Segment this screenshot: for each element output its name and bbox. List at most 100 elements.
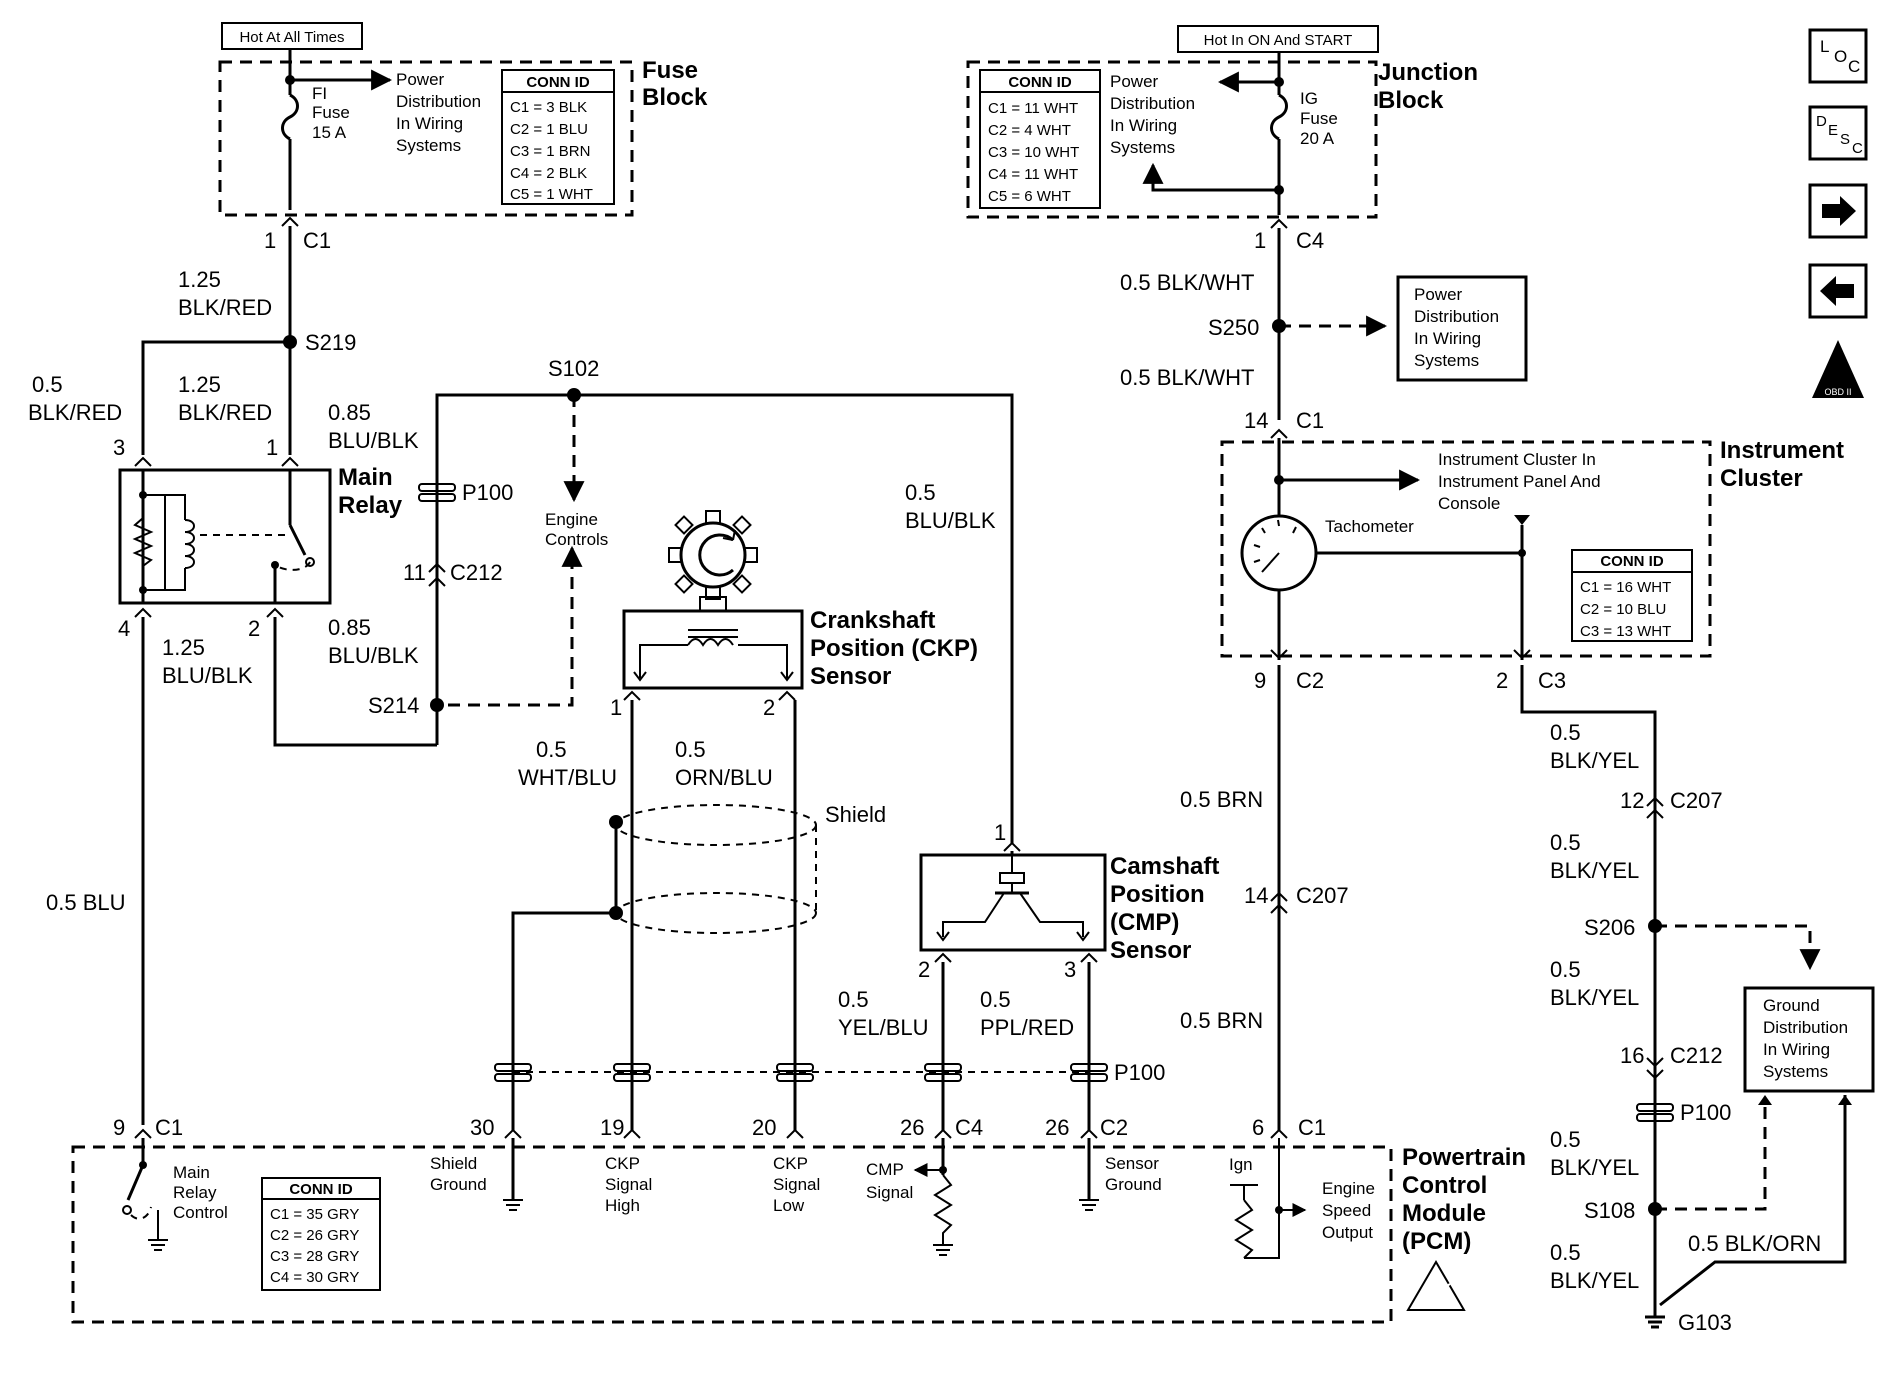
- p100-label: P100: [1680, 1100, 1731, 1125]
- tachometer-gauge-icon: [1240, 514, 1318, 592]
- instrument-cluster-outline: [1220, 440, 1712, 658]
- ground-dist-4: Systems: [1763, 1062, 1828, 1081]
- fuse-power-dist-2: Distribution: [396, 92, 481, 111]
- wire-label: 0.5: [1550, 1240, 1581, 1265]
- wire-label: 0.5: [675, 737, 706, 762]
- relay-control-switch-icon: [126, 1164, 145, 1201]
- wire-label: BLK/YEL: [1550, 748, 1639, 773]
- ckp-sensor-label-3: Sensor: [810, 663, 891, 690]
- fuse-power-dist-3: In Wiring: [396, 114, 463, 133]
- pin-label: 3: [1064, 957, 1076, 982]
- cmp-sensor-label-3: (CMP): [1110, 909, 1179, 936]
- connector-c4-label: C4: [1296, 228, 1324, 253]
- obd-ii-button[interactable]: OBD II: [1812, 340, 1864, 398]
- power-distribution-box: [1396, 275, 1528, 382]
- fuse-power-dist-4: Systems: [396, 136, 461, 155]
- pcm-title-4: (PCM): [1402, 1228, 1471, 1255]
- wire-label: 0.5: [905, 480, 936, 505]
- wire-label: BLU/BLK: [328, 643, 419, 668]
- wire-label: 0.85: [328, 400, 371, 425]
- connector-c3-label: C3: [1538, 668, 1566, 693]
- p100-connector-row: [494, 1063, 1108, 1082]
- ign-label: Ign: [1229, 1155, 1253, 1174]
- connector-c1-label: C1: [303, 228, 331, 253]
- splice-s250-label: S250: [1208, 315, 1259, 340]
- desc-icon-letter: E: [1828, 122, 1838, 139]
- junction-conn-id-row: C2 = 4 WHT: [988, 122, 1071, 139]
- connector-c2-label: C2: [1296, 668, 1324, 693]
- wire-label: 0.5 BLK/ORN: [1688, 1231, 1821, 1256]
- engine-speed-1: Engine: [1322, 1179, 1375, 1198]
- pin-label: 14: [1244, 408, 1268, 433]
- wire-label: 0.5: [980, 987, 1011, 1012]
- wire-label: BLK/RED: [178, 400, 272, 425]
- splice-s102-label: S102: [548, 356, 599, 381]
- desc-icon-letter: D: [1816, 113, 1827, 130]
- main-relay-control-2: Relay: [173, 1183, 217, 1202]
- pin-label: 2: [918, 957, 930, 982]
- desc-button[interactable]: D E S C: [1808, 105, 1868, 161]
- wire-label: BLK/RED: [178, 295, 272, 320]
- junction-conn-id-table: CONN ID C1 = 11 WHT C2 = 4 WHT C3 = 10 W…: [979, 69, 1101, 209]
- right-power-dist-4: Systems: [1414, 351, 1479, 370]
- pcm-title-3: Module: [1402, 1200, 1486, 1227]
- main-relay-box: [118, 468, 332, 605]
- desc-icon-letter: C: [1852, 140, 1863, 157]
- wire-label: 0.5 BLU: [46, 890, 126, 915]
- wire-label: YEL/BLU: [838, 1015, 929, 1040]
- splice-s219-label: S219: [305, 330, 356, 355]
- cluster-conn-id-title: CONN ID: [1600, 553, 1664, 570]
- wire-label: BLK/YEL: [1550, 858, 1639, 883]
- instrument-cluster-title-2: Cluster: [1720, 465, 1803, 492]
- engine-controls-1: Engine: [545, 510, 598, 529]
- shield-label: Shield: [825, 802, 886, 827]
- wire-label: 1.25: [178, 372, 221, 397]
- cmp-signal-2: Signal: [866, 1183, 913, 1202]
- fuse-block-conn-id-table: CONN ID C1 = 3 BLK C2 = 1 BLU C3 = 1 BRN…: [501, 69, 615, 205]
- loc-button[interactable]: L O C: [1808, 28, 1868, 84]
- splice-s214: [430, 698, 444, 712]
- wire-label: 0.5: [1550, 830, 1581, 855]
- obd-warning-icon: [1812, 340, 1864, 398]
- loc-icon-letter: O: [1834, 47, 1847, 66]
- splice-s206-label: S206: [1584, 915, 1635, 940]
- wire-label: 0.5 BRN: [1180, 787, 1263, 812]
- pin-label: 3: [113, 435, 125, 460]
- pin-label: 2: [763, 695, 775, 720]
- resistor-icon: [132, 517, 154, 567]
- wire-label: WHT/BLU: [518, 765, 617, 790]
- pin-label: 30: [470, 1115, 494, 1140]
- wire-label: 0.5: [1550, 1127, 1581, 1152]
- connector-c2-label: C2: [1100, 1115, 1128, 1140]
- main-relay-control-1: Main: [173, 1163, 210, 1182]
- junction-power-dist-2: Distribution: [1110, 94, 1195, 113]
- hot-in-on-start-label: Hot In ON And START: [1177, 25, 1379, 53]
- tachometer-label: Tachometer: [1325, 517, 1414, 536]
- wire-label: 1.25: [162, 635, 205, 660]
- ground-dist-3: In Wiring: [1763, 1040, 1830, 1059]
- next-arrow-button[interactable]: [1808, 183, 1868, 239]
- cmp-sensor-label-4: Sensor: [1110, 937, 1191, 964]
- wire-label: 0.5: [838, 987, 869, 1012]
- pcm-conn-id-row: C4 = 30 GRY: [270, 1269, 359, 1286]
- hot-at-all-times-label: Hot At All Times: [221, 22, 363, 50]
- pcm-title-1: Powertrain: [1402, 1144, 1526, 1171]
- engine-speed-3: Output: [1322, 1223, 1373, 1242]
- ground-dist-2: Distribution: [1763, 1018, 1848, 1037]
- prev-arrow-button[interactable]: [1808, 263, 1868, 319]
- pcm-conn-id-table: CONN ID C1 = 35 GRY C2 = 26 GRY C3 = 28 …: [261, 1177, 381, 1291]
- ckp-sensor-box: [622, 609, 804, 690]
- wire-label: 0.5 BLK/WHT: [1120, 270, 1254, 295]
- c212-label: C212: [1670, 1043, 1723, 1068]
- arrow-left-icon: [1820, 276, 1854, 306]
- wire-label: BLK/YEL: [1550, 1268, 1639, 1293]
- junction-conn-id-row: C3 = 10 WHT: [988, 144, 1079, 161]
- pcm-conn-id-row: C1 = 35 GRY: [270, 1206, 359, 1223]
- cmp-signal-1: CMP: [866, 1160, 904, 1179]
- cluster-conn-id-row: C3 = 13 WHT: [1580, 623, 1671, 640]
- fuse-block-title-1: Fuse: [642, 57, 698, 84]
- ig-fuse-label-1: IG: [1300, 89, 1318, 108]
- wire-label: PPL/RED: [980, 1015, 1074, 1040]
- wire-label: 0.5 BRN: [1180, 1008, 1263, 1033]
- right-power-dist-1: Power: [1414, 285, 1463, 304]
